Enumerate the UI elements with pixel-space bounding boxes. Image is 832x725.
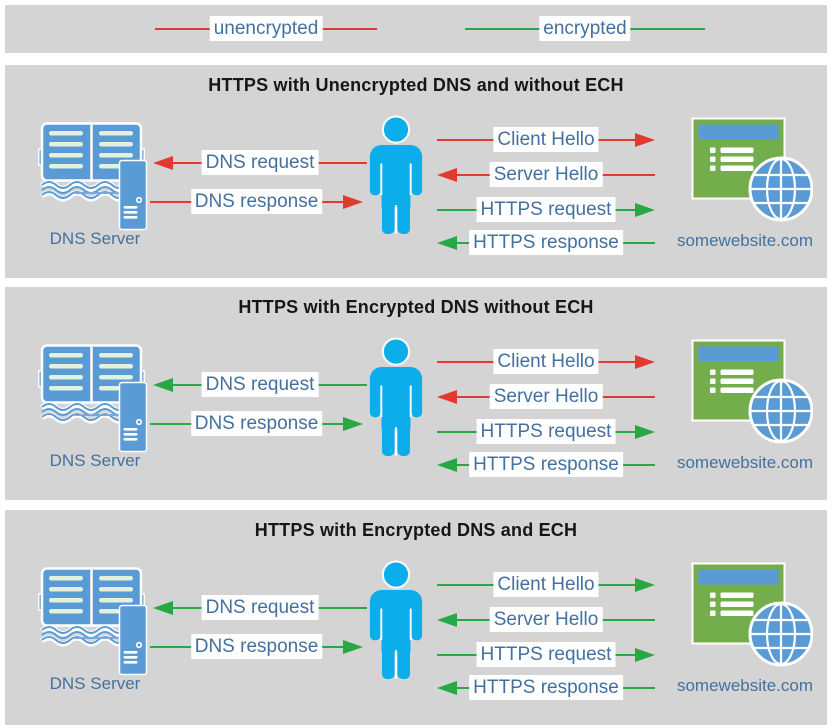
- legend-label-unencrypted: unencrypted: [209, 16, 323, 41]
- arrowhead-left-icon: [437, 236, 457, 250]
- flow-label: DNS request: [201, 372, 319, 397]
- flow-dns-response: DNS response: [150, 189, 363, 215]
- flow-label: HTTPS response: [469, 452, 623, 477]
- flow-server-hello: Server Hello: [437, 162, 655, 188]
- dns-server-label: DNS Server: [49, 674, 141, 693]
- panel-encrypted-dns-and-ech: HTTPS with Encrypted DNS and ECH DNS Ser…: [5, 510, 827, 725]
- flow-server-hello: Server Hello: [437, 384, 655, 410]
- flow-label: DNS request: [201, 595, 319, 620]
- arrowhead-left-icon: [437, 681, 457, 695]
- arrowhead-right-icon: [635, 425, 655, 439]
- flow-label: Server Hello: [489, 384, 603, 409]
- flow-label: Server Hello: [489, 162, 603, 187]
- flow-label: HTTPS response: [469, 230, 623, 255]
- arrowhead-right-icon: [635, 648, 655, 662]
- flow-label: DNS request: [201, 150, 319, 175]
- flow-dns-request: DNS request: [153, 372, 367, 398]
- dns-connector-line: [75, 414, 121, 416]
- flow-label: Client Hello: [493, 349, 599, 374]
- arrowhead-right-icon: [635, 133, 655, 147]
- legend-bar: unencrypted encrypted: [5, 5, 827, 53]
- arrowhead-left-icon: [437, 168, 457, 182]
- arrowhead-right-icon: [635, 355, 655, 369]
- dns-server-label: DNS Server: [49, 451, 141, 470]
- website-icon: [691, 562, 813, 670]
- panel-title: HTTPS with Unencrypted DNS and without E…: [208, 75, 624, 95]
- dns-connector-line: [75, 192, 121, 194]
- flow-label: HTTPS request: [476, 642, 616, 667]
- flow-server-hello: Server Hello: [437, 607, 655, 633]
- flow-label: Client Hello: [493, 572, 599, 597]
- website-icon: [691, 117, 813, 225]
- dns-server-label: DNS Server: [49, 229, 141, 248]
- flow-client-hello: Client Hello: [437, 349, 655, 375]
- flow-label: Client Hello: [493, 127, 599, 152]
- arrowhead-right-icon: [343, 417, 363, 431]
- flow-client-hello: Client Hello: [437, 127, 655, 153]
- flow-label: HTTPS response: [469, 675, 623, 700]
- dns-connector-line: [75, 637, 121, 639]
- flow-client-hello: Client Hello: [437, 572, 655, 598]
- client-person-icon: [368, 337, 424, 457]
- dns-server-icon: [118, 604, 148, 676]
- arrowhead-left-icon: [437, 390, 457, 404]
- dns-server-icon: [118, 159, 148, 231]
- flow-https-response: HTTPS response: [437, 230, 655, 256]
- flow-dns-response: DNS response: [150, 634, 363, 660]
- website-label: somewebsite.com: [676, 676, 814, 695]
- arrowhead-right-icon: [635, 203, 655, 217]
- flow-label: HTTPS request: [476, 419, 616, 444]
- flow-label: HTTPS request: [476, 197, 616, 222]
- website-label: somewebsite.com: [676, 231, 814, 250]
- dns-server-icon: [118, 381, 148, 453]
- arrowhead-right-icon: [343, 640, 363, 654]
- legend-item-unencrypted: unencrypted: [155, 16, 377, 42]
- website-icon: [691, 339, 813, 447]
- panel-title: HTTPS with Encrypted DNS without ECH: [238, 297, 594, 317]
- panel-title: HTTPS with Encrypted DNS and ECH: [254, 520, 578, 540]
- arrowhead-left-icon: [153, 601, 173, 615]
- flow-https-response: HTTPS response: [437, 452, 655, 478]
- arrowhead-left-icon: [437, 458, 457, 472]
- client-person-icon: [368, 560, 424, 680]
- legend-item-encrypted: encrypted: [465, 16, 705, 42]
- arrowhead-left-icon: [153, 156, 173, 170]
- arrowhead-right-icon: [343, 195, 363, 209]
- legend-label-encrypted: encrypted: [539, 16, 631, 41]
- client-person-icon: [368, 115, 424, 235]
- flow-dns-request: DNS request: [153, 150, 367, 176]
- website-label: somewebsite.com: [676, 453, 814, 472]
- flow-https-response: HTTPS response: [437, 675, 655, 701]
- arrowhead-left-icon: [153, 378, 173, 392]
- panel-encrypted-dns-no-ech: HTTPS with Encrypted DNS without ECH DNS…: [5, 287, 827, 500]
- flow-dns-response: DNS response: [150, 411, 363, 437]
- flow-https-request: HTTPS request: [437, 197, 655, 223]
- flow-label: DNS response: [190, 189, 323, 214]
- flow-label: DNS response: [190, 634, 323, 659]
- flow-label: Server Hello: [489, 607, 603, 632]
- arrowhead-left-icon: [437, 613, 457, 627]
- flow-label: DNS response: [190, 411, 323, 436]
- flow-https-request: HTTPS request: [437, 419, 655, 445]
- flow-https-request: HTTPS request: [437, 642, 655, 668]
- flow-dns-request: DNS request: [153, 595, 367, 621]
- arrowhead-right-icon: [635, 578, 655, 592]
- panel-unencrypted-dns-no-ech: HTTPS with Unencrypted DNS and without E…: [5, 65, 827, 278]
